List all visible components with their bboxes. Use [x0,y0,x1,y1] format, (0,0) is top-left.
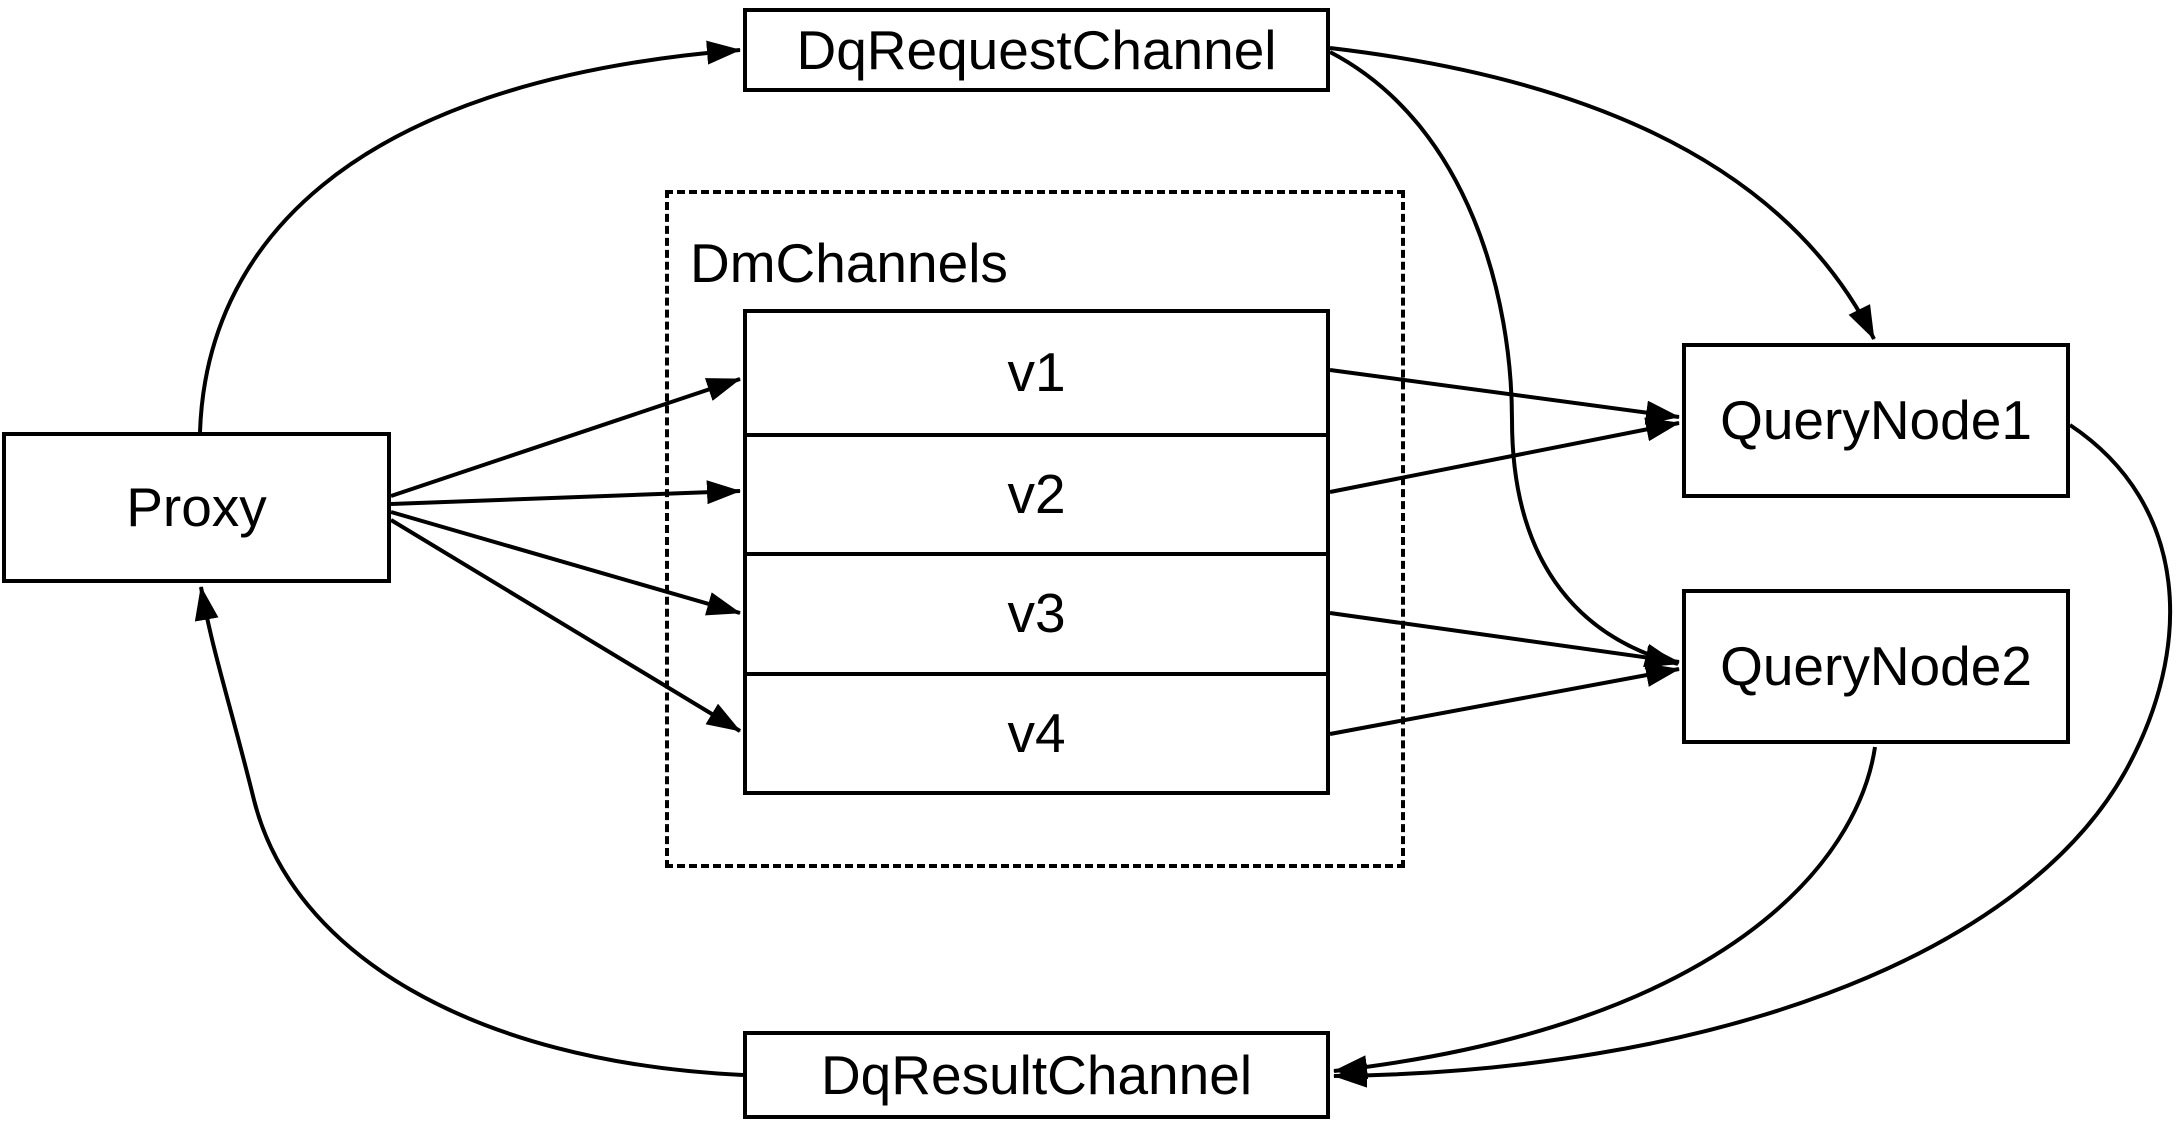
edge-dqresultchannel-to-proxy [194,586,744,1077]
channel-stack: v1 v2 v3 v4 [743,309,1330,795]
query-node2-node: QueryNode2 [1682,589,2070,744]
query-node1-node: QueryNode1 [1682,343,2070,498]
edge-proxy-to-dqrequestchannel [198,40,741,433]
proxy-node: Proxy [2,432,391,583]
edge-querynode1-to-dqresultchannel [1333,423,2173,1088]
dm-channels-group-label: DmChannels [690,232,1008,294]
channel-v1: v1 [1007,341,1066,404]
channel-v2: v2 [747,432,1326,553]
channel-v4: v4 [747,671,1326,792]
dq-request-channel-node: DqRequestChannel [743,8,1330,92]
edge-dqrequestchannel-to-querynode1 [1329,46,1876,340]
dq-result-channel-node: DqResultChannel [743,1031,1330,1119]
edge-querynode2-to-dqresultchannel [1333,746,1877,1080]
channel-v3: v3 [747,552,1326,672]
